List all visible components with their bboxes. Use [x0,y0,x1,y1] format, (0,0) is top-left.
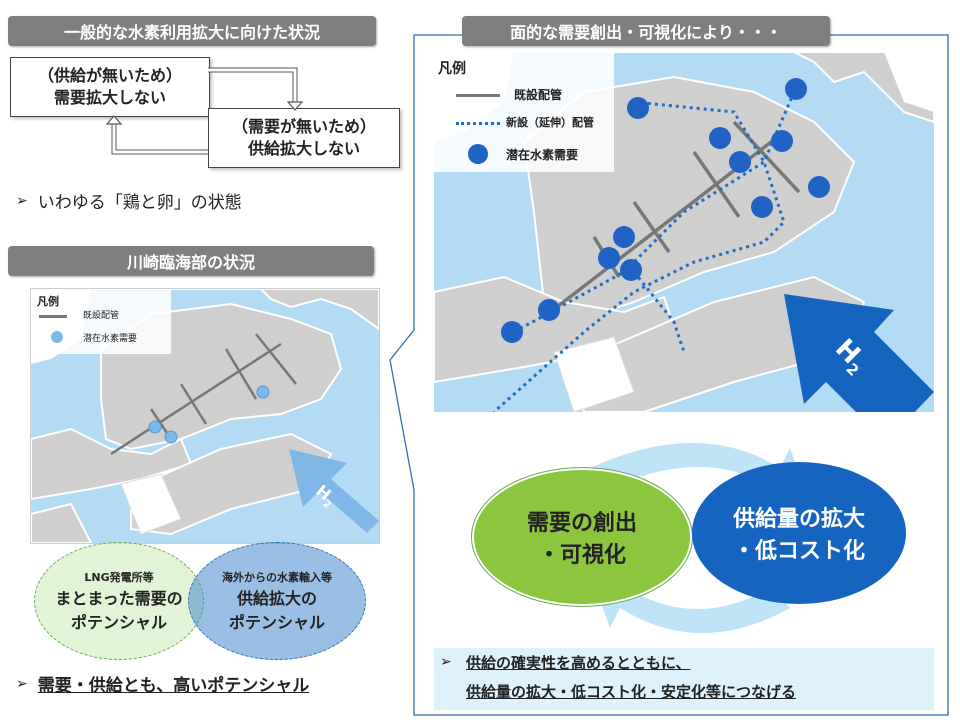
demand-dots [148,385,270,444]
conclusion-line-1: 供給の確実性を高めるとともに、 [466,654,691,672]
supply-expansion-circle: 供給量の拡大 ・低コスト化 [692,462,906,604]
new-pipe-legend-icon [456,122,500,125]
future-map: 凡例 既設配管 新設（延伸）配管 潜在水素需要 H2 [434,52,934,412]
cycle-arrow-top-icon [590,443,810,503]
right-title: 面的な需要創出・可視化により・・・ [462,16,830,46]
existing-pipeline [110,333,297,456]
demand-legend-icon [468,144,488,164]
existing-pipe-legend-icon [39,315,67,318]
hydrogen-arrow-icon [784,294,934,412]
legend-demand: 潜在水素需要 [83,334,138,344]
kawasaki-map: 凡例 既設配管 潜在水素需要 H2 [30,288,380,544]
general-status-title: 一般的な水素利用拡大に向けた状況 [8,16,376,46]
chicken-egg-bullet: ➢ いわゆる「鶏と卵」の状態 [16,192,242,214]
demand-legend-icon [51,331,63,343]
triangle-right-icon: ➢ [16,192,28,209]
legend-title: 凡例 [438,61,466,77]
cycle-arrow-bottom-icon [590,573,790,633]
demand-creation-circle: 需要の創出 ・可視化 [472,468,692,606]
triangle-right-icon: ➢ [440,654,452,670]
loop-arrows [105,67,304,155]
legend-existing: 既設配管 [514,88,563,102]
cycle-arrows [590,443,810,633]
no-supply-box: （供給が無いため） 需要拡大しない [10,57,210,117]
arrow-down-icon [286,101,304,111]
conclusion-line-2: 供給量の拡大・低コスト化・安定化等につなげる [466,683,797,701]
callout-frame [389,34,949,716]
kawasaki-title: 川崎臨海部の状況 [8,246,374,276]
future-map-drawing [434,52,934,412]
demand-potential-circle: LNG発電所等 まとまった需要の ポテンシャル [34,542,204,660]
supply-potential-circle: 海外からの水素輸入等 供給拡大の ポテンシャル [188,542,366,660]
no-demand-box: （需要が無いため） 供給拡大しない [208,108,400,168]
triangle-right-icon: ➢ [16,675,28,692]
legend-demand: 潜在水素需要 [506,148,579,162]
legend-new: 新設（延伸）配管 [506,116,594,129]
legend-title: 凡例 [37,295,59,308]
kawasaki-map-drawing [31,289,379,543]
demand-dots [501,78,830,343]
existing-pipe-legend-icon [456,94,500,97]
hydrogen-arrow-icon [289,449,379,533]
conclusion-box: ➢ 供給の確実性を高めるとともに、 供給量の拡大・低コスト化・安定化等につなげる [434,648,934,710]
potential-bullet: ➢ 需要・供給とも、高いポテンシャル [16,675,310,697]
arrow-up-icon [105,115,123,125]
legend-existing: 既設配管 [83,311,120,321]
